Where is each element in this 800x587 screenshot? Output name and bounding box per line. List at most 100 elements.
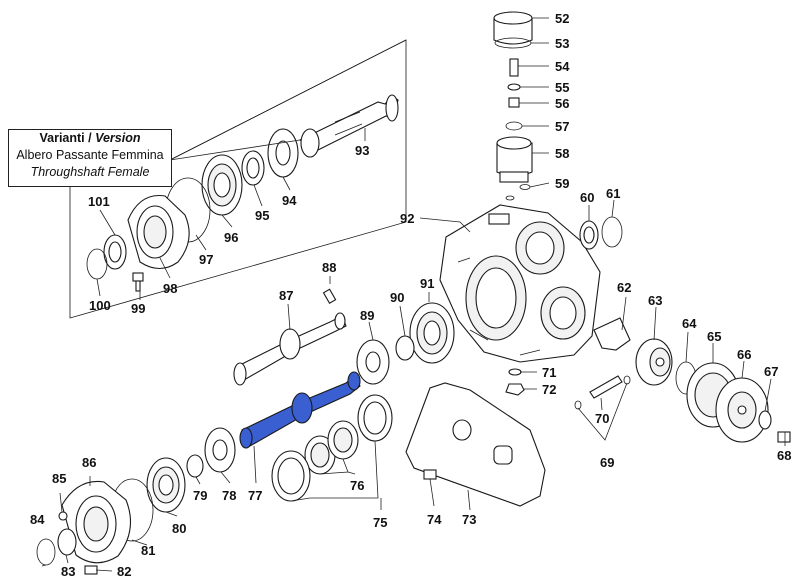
screw-74 [423,469,437,480]
label-93: 93 [355,143,369,158]
label-101: 101 [88,194,110,209]
label-82: 82 [117,564,131,579]
variant-circlip-100 [86,248,108,280]
label-59: 59 [555,176,569,191]
label-89: 89 [360,308,374,323]
bearing-91 [409,302,455,364]
label-77: 77 [248,488,262,503]
label-90: 90 [390,290,404,305]
needle-bearing-76a [304,435,336,475]
label-100: 100 [89,298,111,313]
screw-82 [84,565,98,575]
label-53: 53 [555,36,569,51]
bracket-62 [593,317,631,351]
version-variant-box: Varianti / Version Albero Passante Femmi… [8,129,172,187]
washer-59 [519,184,531,190]
label-73: 73 [462,512,476,527]
seal-83 [57,528,77,556]
oring-69b [623,375,631,385]
ring-89 [356,339,390,385]
label-76: 76 [350,478,364,493]
piston-63 [635,338,673,386]
label-92: 92 [400,211,414,226]
label-95: 95 [255,208,269,223]
label-65: 65 [707,329,721,344]
housing-92 [439,204,601,363]
cover-66 [715,377,769,443]
ring-78 [204,427,236,473]
label-52: 52 [555,11,569,26]
shaft-87 [233,312,347,386]
label-83: 83 [61,564,75,579]
oring-69a [574,400,582,410]
label-78: 78 [222,488,236,503]
label-68: 68 [777,448,791,463]
label-79: 79 [193,488,207,503]
version-line-italian: Albero Passante Femmina [16,148,164,162]
cap-52 [493,11,533,45]
label-55: 55 [555,80,569,95]
washer-90 [395,335,415,361]
variant-flange-98 [127,194,190,270]
label-74: 74 [427,512,442,527]
variant-bearing-96 [201,154,243,216]
support-73 [405,382,546,507]
flange-86 [61,480,132,564]
version-line-english: Throughshaft Female [30,165,150,179]
washer-55 [507,83,521,91]
valve-body-58 [496,136,533,183]
label-56: 56 [555,96,569,111]
label-99: 99 [131,301,145,316]
label-58: 58 [555,146,569,161]
version-title-it: Varianti [39,131,85,145]
valve-56 [508,97,520,108]
label-66: 66 [737,347,751,362]
leader-lines [41,17,786,572]
version-title: Varianti / Version [9,130,171,147]
label-63: 63 [648,293,662,308]
version-title-en: Version [95,131,141,145]
label-62: 62 [617,280,631,295]
label-86: 86 [82,455,96,470]
variant-screw-99 [132,272,144,292]
label-88: 88 [322,260,336,275]
needle-bearing-76b [327,420,359,460]
label-61: 61 [606,186,620,201]
variant-seal-101 [103,234,127,270]
label-57: 57 [555,119,569,134]
label-91: 91 [420,276,434,291]
label-69: 69 [600,455,614,470]
circlip-61 [601,216,623,248]
washer-79 [186,454,204,478]
label-54: 54 [555,59,570,74]
label-67: 67 [764,364,778,379]
label-60: 60 [580,190,594,205]
label-71: 71 [542,365,556,380]
label-80: 80 [172,521,186,536]
bearing-80 [146,457,186,513]
label-84: 84 [30,512,45,527]
label-81: 81 [141,543,155,558]
label-96: 96 [224,230,238,245]
screw-68 [777,431,791,443]
screw-54 [509,58,519,77]
seal-67 [758,410,772,430]
version-title-sep: / [84,131,96,145]
seal-60 [579,220,599,250]
circlip-84 [36,538,56,566]
label-98: 98 [163,281,177,296]
variant-ring-95 [241,150,265,186]
variant-throughshaft-93 [298,94,399,158]
part-labels: 52 53 54 55 56 57 58 59 60 61 62 63 64 6… [30,11,791,579]
label-72: 72 [542,382,556,397]
label-70: 70 [595,411,609,426]
label-64: 64 [682,316,697,331]
label-85: 85 [52,471,66,486]
nut-72 [505,383,525,396]
key-88 [322,288,337,304]
label-75: 75 [373,515,387,530]
washer-71 [508,368,522,376]
pin-70 [589,375,623,399]
